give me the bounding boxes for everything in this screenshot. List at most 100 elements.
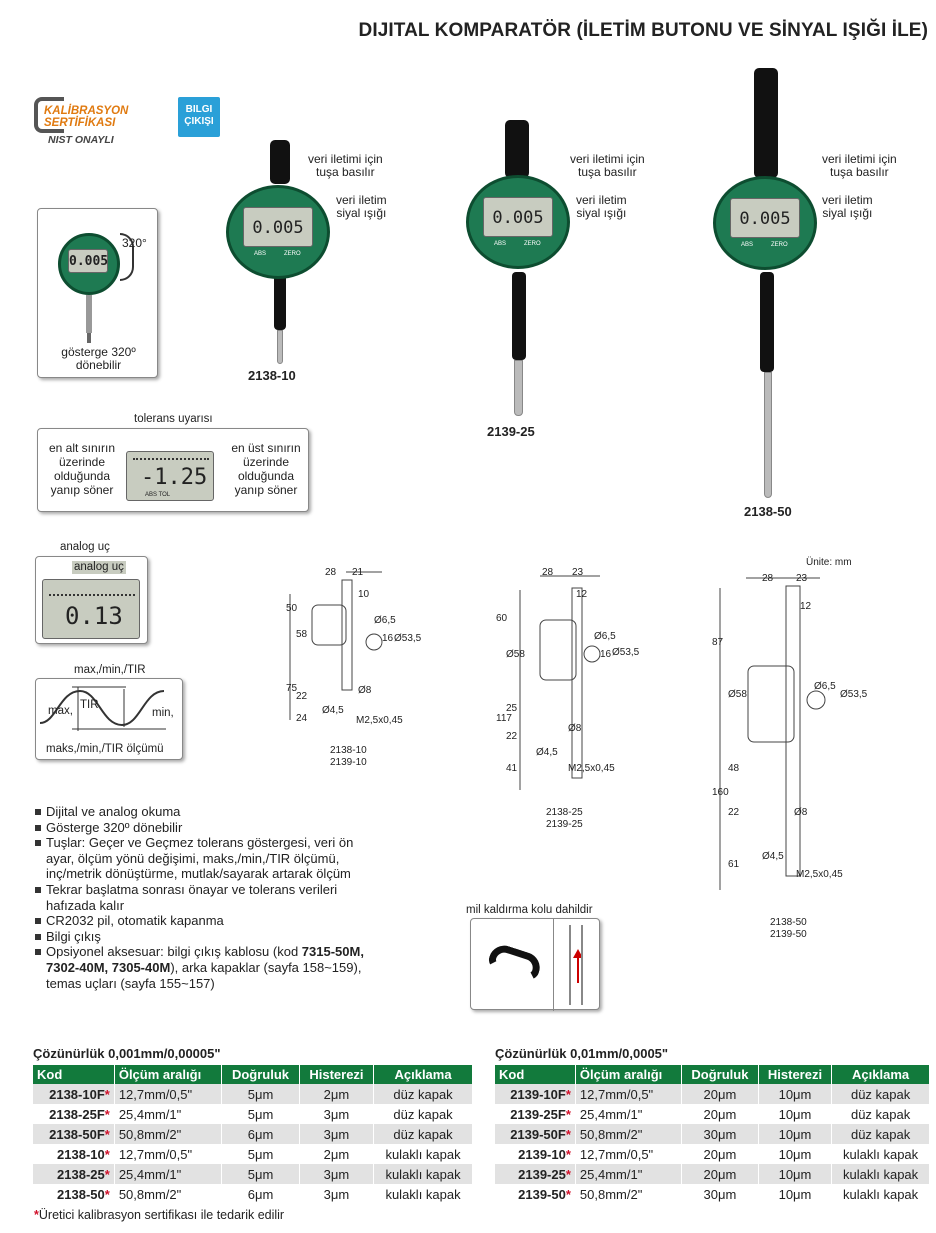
footnote-star: * — [34, 1208, 39, 1222]
tol-lcd-labels: ABS TOL — [145, 492, 171, 498]
rotate-box: 0.005 320° gösterge 320º dönebilir — [37, 208, 158, 378]
star-mark: * — [565, 1166, 571, 1182]
code-text: 2139-25 — [518, 1166, 566, 1182]
gauge-btn-zero: ZERO — [524, 241, 541, 247]
table-cell: 20μm — [681, 1084, 759, 1104]
table-cell: 25,4mm/1" — [575, 1164, 683, 1184]
dimension-label: 160 — [712, 787, 729, 798]
table-cell-code: 2138-10* — [33, 1144, 115, 1164]
dimension-label: Ø53,5 — [840, 689, 868, 700]
dimension-label: 48 — [728, 763, 740, 774]
footnote-text: Üretici kalibrasyon sertifikası ile teda… — [38, 1208, 285, 1222]
dimension-label: 10 — [358, 589, 370, 600]
table-cell: kulaklı kapak — [831, 1144, 930, 1164]
code-text: 2139-50F — [510, 1126, 566, 1142]
dimension-label: Ø53,5 — [612, 647, 640, 658]
dimension-label: M2,5x0,45 — [796, 869, 843, 880]
model-label: 2139-25 — [487, 424, 535, 439]
dimension-label: Ø6,5 — [374, 615, 396, 626]
code-text: 2139-50 — [518, 1186, 566, 1202]
feature-item: Dijital ve analog okuma — [34, 804, 364, 820]
dimension-label: 16 — [382, 633, 394, 644]
dimension-label: 21 — [352, 567, 364, 578]
callout-button-1: veri iletimi için — [822, 152, 897, 166]
code-text: 2138-25 — [57, 1166, 105, 1182]
maxmin-tir: TIR — [80, 699, 99, 711]
callout-light-1: veri iletim — [822, 193, 873, 207]
code-text: 2138-10 — [57, 1146, 105, 1162]
table-cell: 25,4mm/1" — [114, 1104, 223, 1124]
callout-light-2: siyal ışığı — [822, 206, 873, 220]
acc-suffix: ), arka kapaklar (sayfa 158~159), temas … — [46, 959, 362, 991]
tolerance-lcd: -1.25 ABS TOL — [126, 451, 214, 501]
gauge-btn-zero: ZERO — [284, 251, 301, 257]
dimension-label: 28 — [542, 567, 554, 578]
callout-button-2: tuşa basılır — [829, 165, 889, 179]
table-header: Açıklama — [373, 1065, 473, 1084]
table-cell: kulaklı kapak — [373, 1164, 473, 1184]
calibration-badge: KALİBRASYON SERTİFİKASI NIST ONAYLI — [34, 97, 159, 147]
star-mark: * — [565, 1186, 571, 1202]
table-cell-code: 2139-25F* — [495, 1104, 576, 1124]
tol-right-2: üzerinde — [242, 455, 290, 469]
table-cell: düz kapak — [831, 1124, 930, 1144]
tolerance-title: tolerans uyarısı — [134, 413, 213, 425]
drawing-model-label: 2139-25 — [546, 819, 583, 830]
table-cell: 3μm — [299, 1124, 375, 1144]
table-cell: düz kapak — [373, 1084, 473, 1104]
model-label: 2138-10 — [248, 368, 296, 383]
maxmin-min: min, — [152, 707, 174, 719]
rotate-caption2: dönebilir — [75, 358, 122, 372]
table-cell-code: 2138-50* — [33, 1184, 115, 1204]
acc-codes: 7315-50M, 7302-40M, 7305-40M — [46, 944, 364, 975]
rotate-angle: 320° — [122, 236, 147, 250]
feature-item: Tuşlar: Geçer ve Geçmez tolerans gösterg… — [34, 835, 364, 882]
table-cell: 10μm — [758, 1084, 833, 1104]
rotate-lcd: 0.005 — [68, 249, 108, 273]
technical-drawings — [289, 571, 826, 890]
table-header: Histerezi — [758, 1065, 833, 1084]
star-mark: * — [565, 1106, 571, 1122]
table-cell-code: 2138-25* — [33, 1164, 115, 1184]
table-cell: düz kapak — [831, 1084, 930, 1104]
table-cell: 10μm — [758, 1124, 833, 1144]
lifter-box — [470, 918, 600, 1011]
table-cell: 3μm — [299, 1164, 375, 1184]
table-cell-code: 2139-10* — [495, 1144, 576, 1164]
dimension-label: 22 — [506, 731, 518, 742]
table-header: Doğruluk — [221, 1065, 300, 1084]
table-cell-code: 2138-25F* — [33, 1104, 115, 1124]
table-cell-code: 2139-10F* — [495, 1084, 576, 1104]
maxmin-box: max, TIR min, maks,/min,/TIR ölçümü — [35, 678, 183, 760]
callout-button-2: tuşa basılır — [315, 165, 375, 179]
table-cell: 30μm — [681, 1124, 759, 1144]
table-cell-code: 2139-50F* — [495, 1124, 576, 1144]
star-mark: * — [104, 1186, 110, 1202]
feature-item: Gösterge 320º dönebilir — [34, 820, 364, 836]
feature-item: Tekrar başlatma sonrası önayar ve tolera… — [34, 882, 364, 913]
gauge-btn-zero: ZERO — [771, 242, 788, 248]
dimension-label: M2,5x0,45 — [568, 763, 615, 774]
calib-line2: SERTİFİKASI — [44, 117, 116, 129]
analog-lcd-value: 0.13 — [65, 602, 123, 630]
gauge-lcd: 0.005 — [730, 198, 800, 238]
table-cell: 50,8mm/2" — [114, 1184, 223, 1204]
table-cell: 20μm — [681, 1144, 759, 1164]
table-cell: 12,7mm/0,5" — [114, 1144, 223, 1164]
feature-item: CR2032 pil, otomatik kapanma — [34, 913, 364, 929]
table-cell: 6μm — [221, 1124, 300, 1144]
table-cell: 5μm — [221, 1104, 300, 1124]
dimension-label: 23 — [796, 573, 808, 584]
maxmin-caption: maks,/min,/TIR ölçümü — [46, 743, 164, 755]
unit-label: Ünite: mm — [806, 557, 852, 568]
star-mark: * — [104, 1086, 110, 1102]
dimension-label: 25 — [506, 703, 518, 714]
dimension-label: 50 — [286, 603, 298, 614]
calib-line1: KALİBRASYON — [44, 105, 129, 117]
dimension-label: 60 — [496, 613, 508, 624]
